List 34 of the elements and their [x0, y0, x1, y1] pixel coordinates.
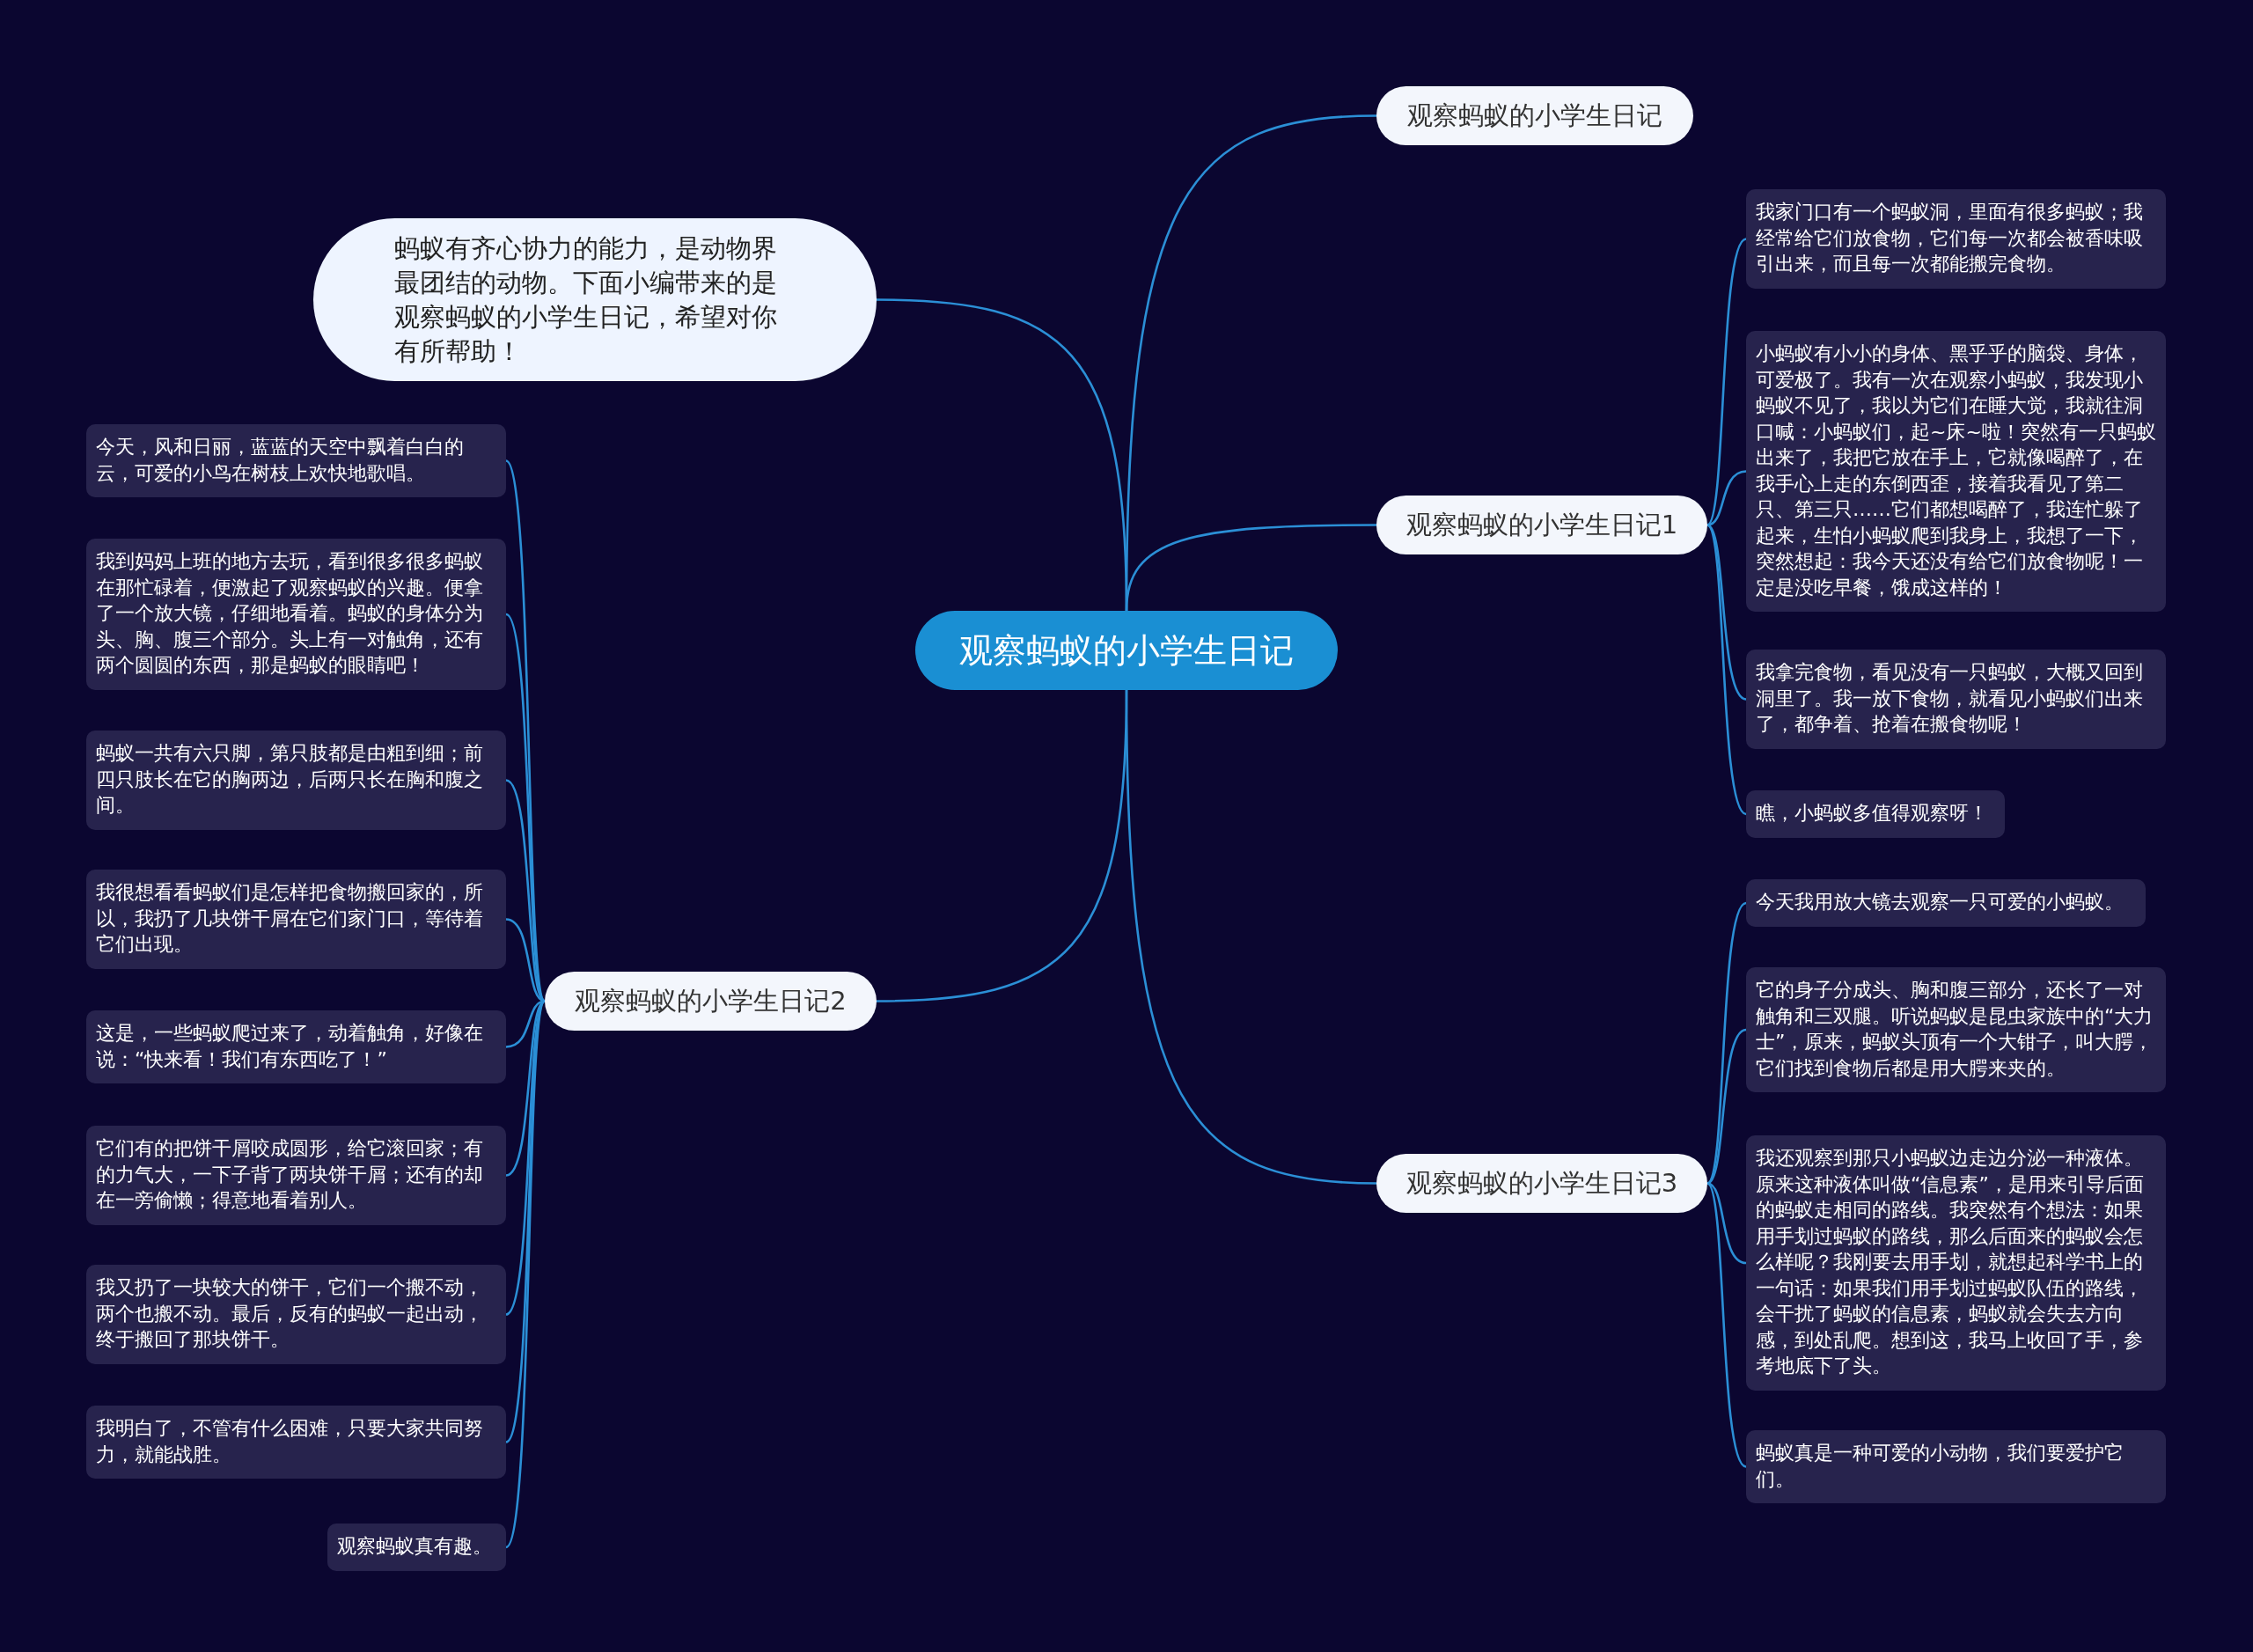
text-card: 我到妈妈上班的地方去玩，看到很多很多蚂蚁在那忙碌着，便激起了观察蚂蚁的兴趣。便拿了一个放大镜，仔细地看着。蚂蚁的身体分为头、胸、腹三个部分。头上有一对触角，还有两个圆圆的东西，那是蚂蚁的眼睛吧！: [86, 539, 506, 690]
text-card: 我拿完食物，看见没有一只蚂蚁，大概又回到洞里了。我一放下食物，就看见小蚂蚁们出来了，都争着、抢着在搬食物呢！: [1746, 650, 2166, 749]
connector-line: [1706, 524, 1747, 701]
text-card: 我很想看看蚂蚁们是怎样把食物搬回家的，所以，我扔了几块饼干屑在它们家门口，等待着它们出现。: [86, 870, 506, 969]
text-card: 小蚂蚁有小小的身体、黑乎乎的脑袋、身体，可爱极了。我有一次在观察小蚂蚁，我发现小蚂蚁不见了，我以为它们在睡大觉，我就往洞口喊：小蚂蚁们，起~床~啦！突然有一只蚂蚁出来了，我把它放在手上，它就像喝醉了，在我手心上走的东倒西歪，接着我看见了第二只、第三只……它们都想喝醉了，我连忙躲了起来，生怕小蚂蚁爬到我身上，我想了一下，突然想起：我今天还没有给它们放食物呢！一定是没吃早餐，饿成这样的！: [1746, 331, 2166, 612]
connector-line: [1706, 1182, 1747, 1468]
text-card: 这是，一些蚂蚁爬过来了，动着触角，好像在说：“快来看！我们有东西吃了！”: [86, 1010, 506, 1083]
text-card: 今天，风和日丽，蓝蓝的天空中飘着白白的云，可爱的小鸟在树枝上欢快地歌唱。: [86, 424, 506, 497]
text-card: 我又扔了一块较大的饼干，它们一个搬不动，两个也搬不动。最后，反有的蚂蚁一起出动，终于搬回了那块饼干。: [86, 1265, 506, 1364]
connector-line: [1706, 1028, 1747, 1185]
connector-line: [1125, 524, 1376, 612]
connector-line: [1706, 524, 1747, 815]
text-card: 它们有的把饼干屑咬成圆形，给它滚回家；有的力气大，一下子背了两块饼干屑；还有的却在一旁偷懒；得意地看着别人。: [86, 1126, 506, 1225]
topic-box: 观察蚂蚁的小学生日记: [1376, 86, 1693, 145]
text-card: 我明白了，不管有什么困难，只要大家共同努力，就能战胜。: [86, 1406, 506, 1479]
text-card: 今天我用放大镜去观察一只可爱的小蚂蚁。: [1746, 879, 2146, 927]
text-card: 它的身子分成头、胸和腹三部分，还长了一对触角和三双腿。听说蚂蚁是昆虫家族中的“大力士”，原来，蚂蚁头顶有一个大钳子，叫大腭，它们找到食物后都是用大腭来夹的。: [1746, 967, 2166, 1092]
topic-box: 观察蚂蚁的小学生日记1: [1376, 496, 1707, 554]
topic-box: 观察蚂蚁的小学生日记2: [545, 972, 877, 1031]
connector-line: [1706, 1182, 1747, 1265]
text-card: 我家门口有一个蚂蚁洞，里面有很多蚂蚁；我经常给它们放食物，它们每一次都会被香味吸引出来，而且每一次都能搬完食物。: [1746, 189, 2166, 289]
intro-bubble: 蚂蚁有齐心协力的能力，是动物界最团结的动物。下面小编带来的是观察蚂蚁的小学生日记，希望对你有所帮助！: [313, 218, 877, 381]
connector-line: [1706, 470, 1747, 526]
central-topic: 观察蚂蚁的小学生日记: [915, 611, 1338, 690]
text-card: 蚂蚁一共有六只脚，第只肢都是由粗到细；前四只肢长在它的胸两边，后两只长在胸和腹之间。: [86, 731, 506, 830]
connector-line: [1125, 690, 1377, 1185]
topic-box: 观察蚂蚁的小学生日记3: [1376, 1154, 1707, 1213]
text-card: 瞧，小蚂蚁多值得观察呀！: [1746, 790, 2005, 838]
connector-line: [1706, 902, 1747, 1185]
connector-line: [1706, 238, 1747, 526]
connector-line: [504, 1001, 547, 1548]
text-card: 我还观察到那只小蚂蚁边走边分泌一种液体。原来这种液体叫做“信息素”，是用来引导后面的蚂蚁走相同的路线。我突然有个想法：如果用手划过蚂蚁的路线，那么后面来的蚂蚁会怎么样呢？我刚要去用手划，就想起科学书上的一句话：如果我们用手划过蚂蚁队伍的路线，会干扰了蚂蚁的信息素，蚂蚁就会失去方向感，到处乱爬。想到这，我马上收回了手，参考地底下了头。: [1746, 1135, 2166, 1391]
text-card: 观察蚂蚁真有趣。: [327, 1524, 506, 1571]
text-card: 蚂蚁真是一种可爱的小动物，我们要爱护它们。: [1746, 1430, 2166, 1503]
